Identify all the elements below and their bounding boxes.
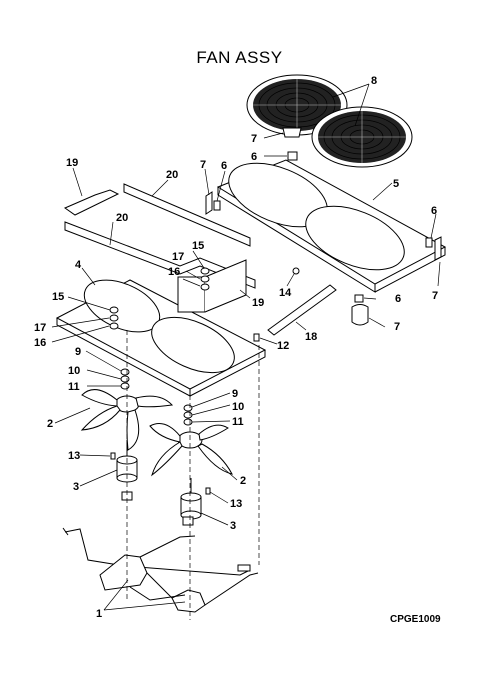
callout-1: 1 (96, 608, 102, 620)
screw-part-14 (292, 267, 300, 275)
callout-4: 4 (75, 259, 82, 271)
cap-part-7-lower (351, 304, 369, 326)
fan-base-frame (55, 279, 267, 397)
callout-10: 10 (68, 365, 80, 377)
callout-2: 2 (47, 418, 53, 430)
motor-support-bracket (62, 527, 259, 613)
washer-part-16-left (109, 322, 119, 330)
washer-part-11-right (183, 418, 193, 426)
callout-3: 3 (73, 481, 79, 493)
callout-7: 7 (251, 133, 257, 145)
rail-part-20-lower (64, 221, 256, 289)
washer-part-16-right (200, 283, 210, 291)
callout-9: 9 (232, 388, 238, 400)
callout-12: 12 (277, 340, 289, 352)
callout-19: 19 (252, 297, 264, 309)
fan-guard-right (311, 106, 413, 168)
leader-lines (51, 83, 441, 611)
fan-blade-right (149, 423, 233, 477)
rail-part-20-upper (123, 183, 251, 247)
callout-10: 10 (232, 401, 244, 413)
callout-20: 20 (116, 212, 128, 224)
callout-7: 7 (432, 290, 438, 302)
nut-part-9-right (183, 404, 193, 412)
callout-13: 13 (230, 498, 242, 510)
callout-15: 15 (192, 240, 204, 252)
washer-part-15-right (200, 267, 210, 275)
callout-11: 11 (232, 416, 244, 428)
callout-20: 20 (166, 169, 178, 181)
rail-part-19-upper (63, 189, 120, 216)
screw-part-13-right (205, 487, 211, 495)
callout-19: 19 (66, 157, 78, 169)
callout-6: 6 (251, 151, 257, 163)
washer-part-15-left (109, 306, 119, 314)
washer-part-17-left (109, 314, 119, 322)
washer-part-10-left (120, 375, 130, 383)
callout-16: 16 (34, 337, 46, 349)
callout-3: 3 (230, 520, 236, 532)
callout-6: 6 (395, 293, 401, 305)
washer-part-10-right (183, 411, 193, 419)
fan-motor-right (180, 478, 202, 526)
bracket-part-7-right (434, 236, 442, 261)
rail-part-18 (267, 284, 337, 336)
callout-6: 6 (221, 160, 227, 172)
callout-5: 5 (393, 178, 399, 190)
callout-17: 17 (34, 322, 46, 334)
callout-6: 6 (431, 205, 437, 217)
diagram-title: FAN ASSY (196, 48, 283, 67)
screw-part-13-left (110, 452, 116, 460)
callout-8: 8 (371, 75, 377, 87)
bracket-part-19-side (204, 259, 247, 313)
callout-15: 15 (52, 291, 64, 303)
callout-16: 16 (168, 266, 180, 278)
washer-part-17-right (200, 275, 210, 283)
callout-9: 9 (75, 346, 81, 358)
nut-part-6-left (213, 200, 221, 211)
callout-labels: 8 7 6 19 20 7 6 5 20 6 15 17 4 16 7 14 6… (34, 75, 438, 620)
callout-18: 18 (305, 331, 317, 343)
nut-part-6-top (287, 151, 298, 161)
nut-part-6-lower (354, 294, 364, 303)
nut-part-6-right (425, 237, 433, 248)
top-panel (216, 159, 447, 293)
callout-17: 17 (172, 251, 184, 263)
callout-7: 7 (394, 321, 400, 333)
callout-13: 13 (68, 450, 80, 462)
callout-7: 7 (200, 159, 206, 171)
bracket-part-7-left (205, 191, 213, 215)
cap-part-7-top (282, 127, 302, 138)
nut-part-9-left (120, 368, 130, 376)
callout-2: 2 (240, 475, 246, 487)
drawing-code: CPGE1009 (390, 614, 441, 625)
callout-11: 11 (68, 381, 80, 393)
callout-14: 14 (279, 287, 292, 299)
screw-part-12 (253, 333, 260, 342)
washer-part-11-left (120, 382, 130, 390)
